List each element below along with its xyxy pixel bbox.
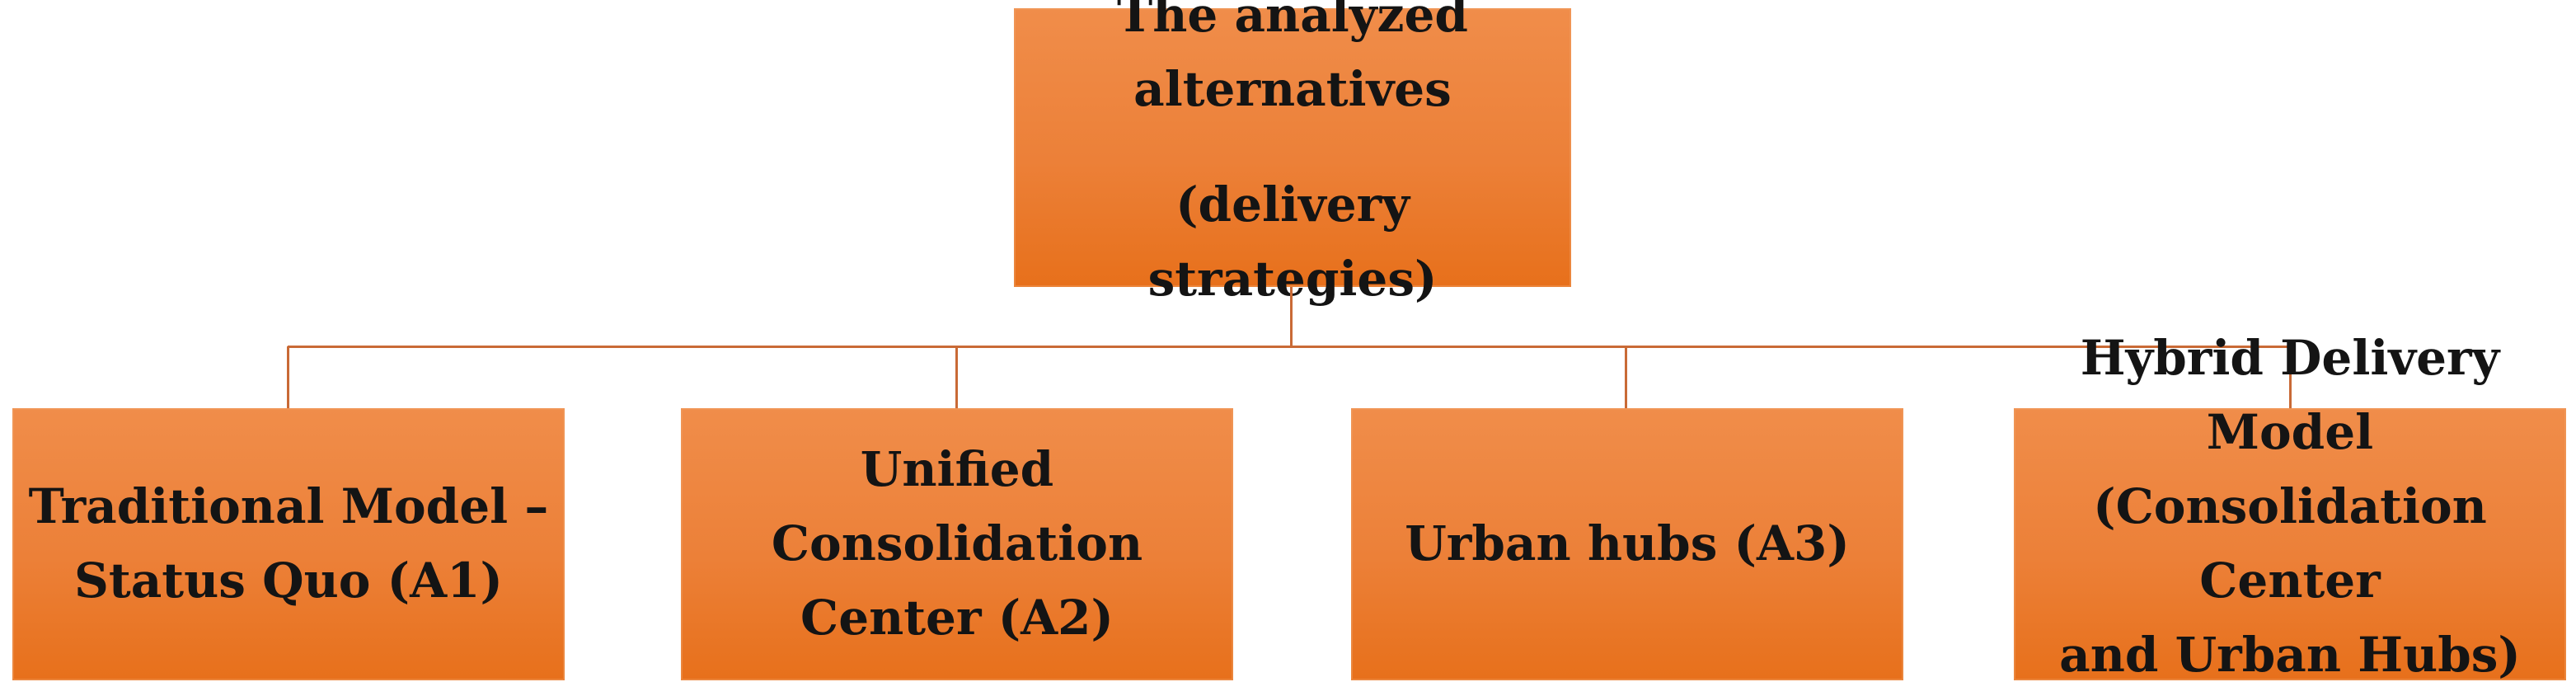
root-node-title: The analyzed alternatives bbox=[1117, 0, 1468, 118]
node-traditional-model-a1: Traditional Model – Status Quo (A1) bbox=[12, 408, 565, 680]
connector-drop-a2 bbox=[955, 346, 958, 409]
node-unified-consolidation-center-a2: Unified Consolidation Center (A2) bbox=[681, 408, 1233, 680]
node-label-a2: Unified Consolidation Center (A2) bbox=[771, 441, 1143, 646]
connector-root-stem bbox=[1290, 287, 1293, 346]
root-node-subtitle: (delivery strategies) bbox=[1147, 176, 1438, 307]
node-label-a1: Traditional Model – Status Quo (A1) bbox=[28, 478, 549, 609]
connector-drop-a4 bbox=[2289, 346, 2292, 409]
root-node-analyzed-alternatives: The analyzed alternatives (delivery stra… bbox=[1014, 0, 1571, 307]
connector-drop-a1 bbox=[287, 346, 289, 409]
node-label-a3: Urban hubs (A3) bbox=[1405, 515, 1850, 572]
node-label-a4: Hybrid Delivery Model (Consolidation Cen… bbox=[2059, 330, 2521, 683]
connector-drop-a3 bbox=[1625, 346, 1627, 409]
node-hybrid-delivery-model-a4: Hybrid Delivery Model (Consolidation Cen… bbox=[2014, 330, 2566, 683]
node-urban-hubs-a3: Urban hubs (A3) bbox=[1351, 408, 1903, 680]
connector-horizontal-rail bbox=[288, 346, 2292, 348]
